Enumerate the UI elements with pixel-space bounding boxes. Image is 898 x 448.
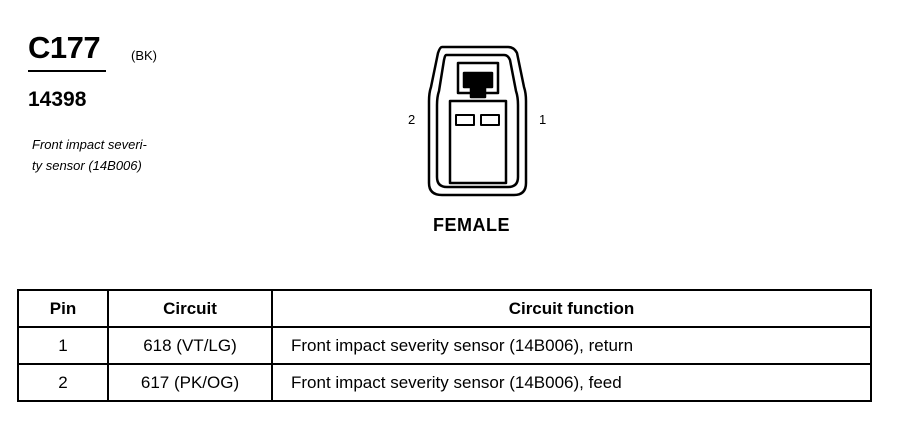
locking-tab-notch [462, 71, 494, 99]
connector-description: Front impact severi- ty sensor (14B006) [32, 137, 147, 173]
view-label: FEMALE [433, 215, 510, 235]
pin-number: 1 [17, 326, 109, 365]
circuit-value: 617 (PK/OG) [107, 363, 273, 402]
connector-color: (BK) [131, 48, 157, 63]
header-circuit-function: Circuit function [271, 289, 872, 328]
part-number: 14398 [28, 88, 87, 111]
table-header-row: Pin Circuit Circuit function [17, 289, 872, 328]
circuit-function: Front impact severity sensor (14B006), f… [271, 363, 872, 402]
connector-face-diagram [427, 45, 528, 197]
header-pin: Pin [17, 289, 109, 328]
circuit-function: Front impact severity sensor (14B006), r… [271, 326, 872, 365]
locking-tab [456, 61, 500, 95]
connector-id: C177 [28, 30, 101, 65]
pin-cavity-block [448, 99, 508, 185]
pin-label-1: 1 [539, 112, 547, 127]
table-row: 2 617 (PK/OG) Front impact severity sens… [17, 363, 872, 402]
terminal-2 [455, 114, 475, 126]
terminal-1 [480, 114, 500, 126]
connector-housing-outline [427, 45, 528, 197]
pin-label-2: 2 [408, 112, 416, 127]
header-circuit: Circuit [107, 289, 273, 328]
pinout-table: Pin Circuit Circuit function 1 618 (VT/L… [17, 289, 872, 402]
connector-inner-outline [435, 53, 520, 189]
connector-id-underline [28, 70, 106, 72]
circuit-value: 618 (VT/LG) [107, 326, 273, 365]
table-row: 1 618 (VT/LG) Front impact severity sens… [17, 326, 872, 365]
pin-number: 2 [17, 363, 109, 402]
